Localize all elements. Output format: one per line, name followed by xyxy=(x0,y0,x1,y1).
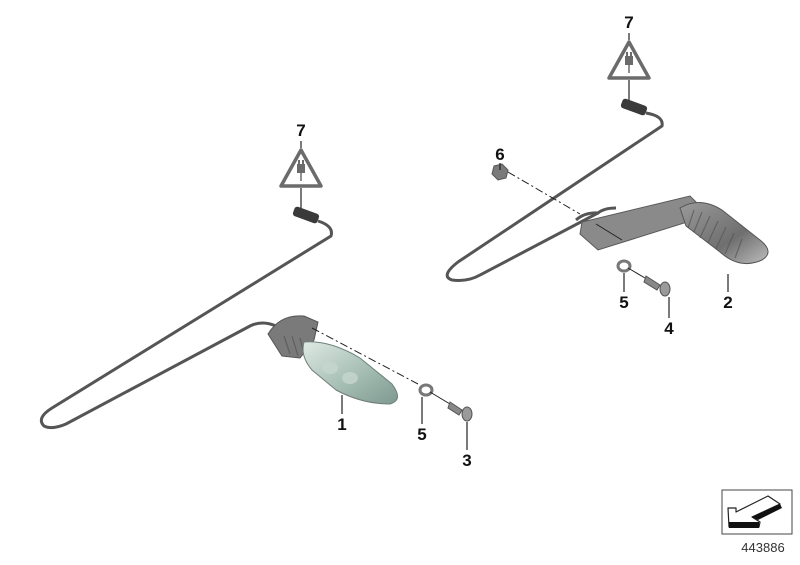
callout-3[interactable]: 3 xyxy=(462,451,472,470)
diagram-number: 443886 xyxy=(741,540,785,555)
callout-5-right[interactable]: 5 xyxy=(619,293,629,312)
callout-7-right[interactable]: 7 xyxy=(624,13,634,32)
callout-5-left[interactable]: 5 xyxy=(417,425,427,444)
callout-2[interactable]: 2 xyxy=(723,293,733,312)
callout-1[interactable]: 1 xyxy=(337,415,347,434)
callout-4[interactable]: 4 xyxy=(664,319,674,338)
callout-6[interactable]: 6 xyxy=(495,145,505,164)
electrical-warning-icon xyxy=(279,148,323,188)
back-navigation-button[interactable] xyxy=(721,489,793,535)
electrical-warning-icon xyxy=(607,40,651,80)
callout-7-left[interactable]: 7 xyxy=(296,121,306,140)
left-indicator-assembly xyxy=(39,141,473,450)
nut-part xyxy=(491,163,509,181)
right-indicator-assembly xyxy=(445,33,769,318)
